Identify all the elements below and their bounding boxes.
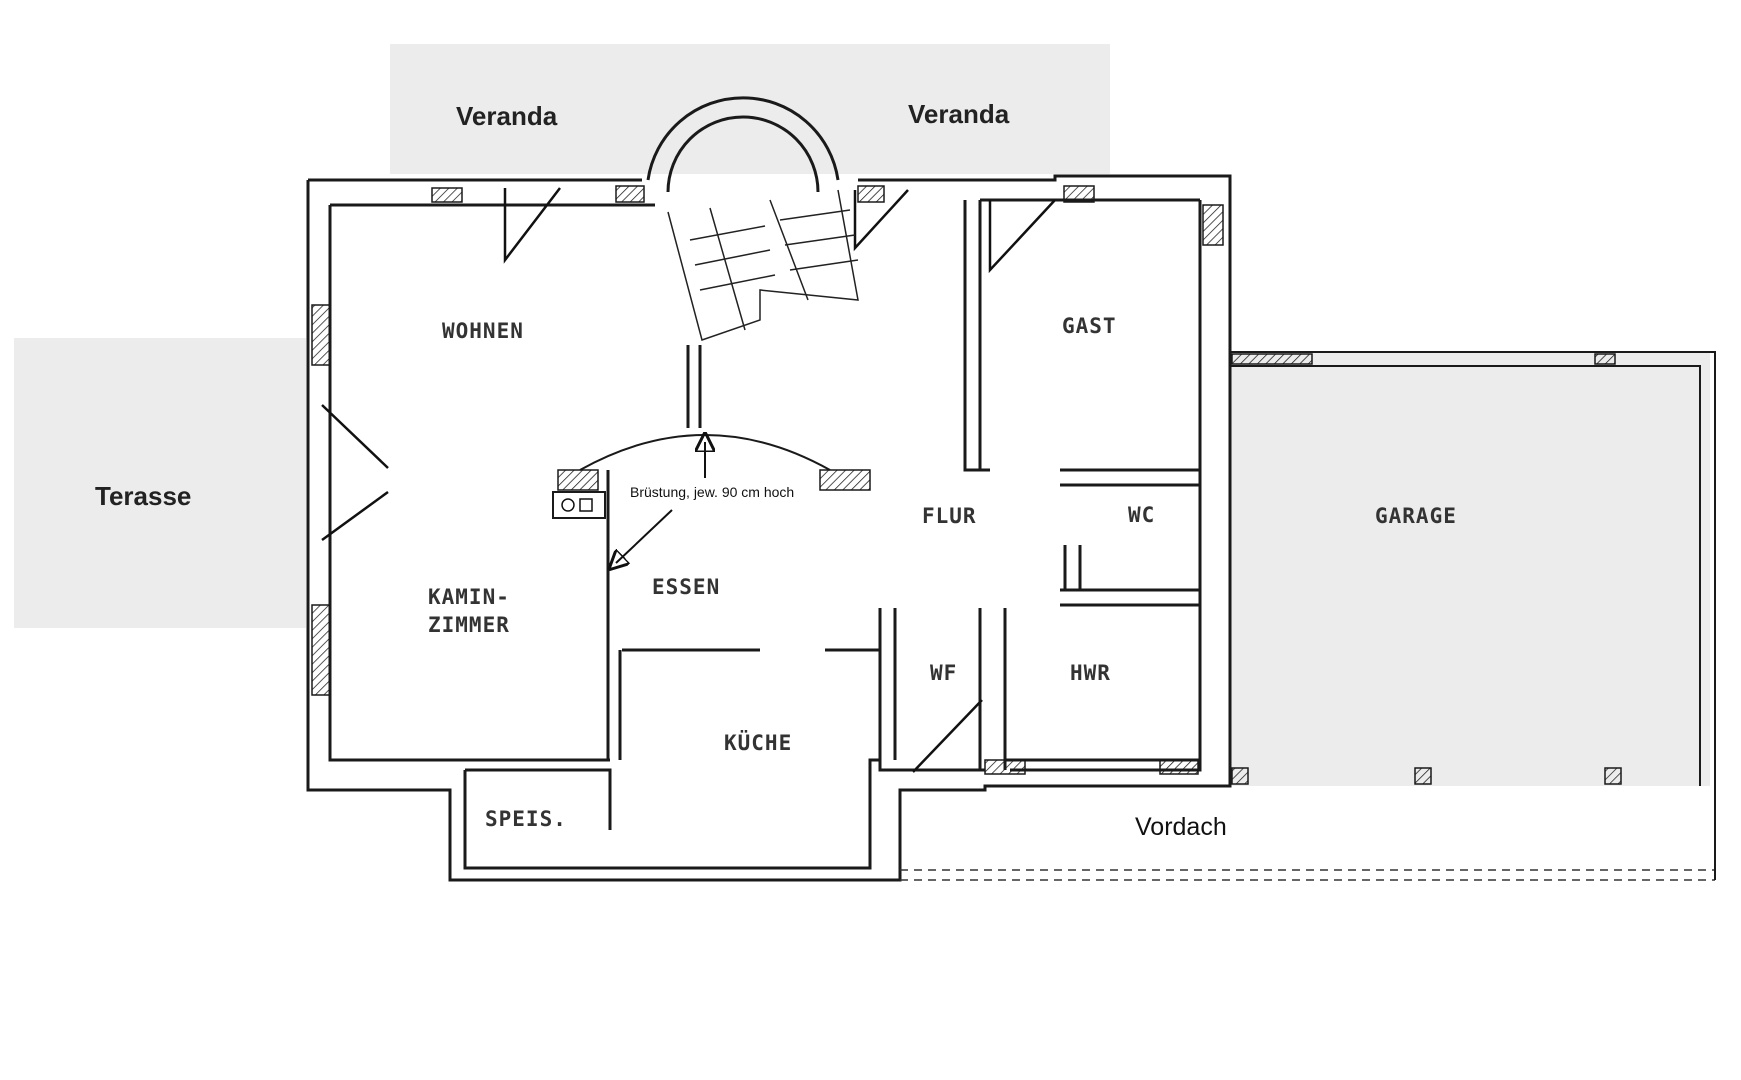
garage-zone — [1230, 352, 1710, 786]
annotation-arrows — [616, 442, 705, 563]
room-label-essen: ESSEN — [652, 575, 720, 599]
interior-walls — [465, 200, 1200, 830]
veranda-zone — [390, 44, 1110, 174]
room-label-hwr: HWR — [1070, 661, 1111, 685]
room-label-wf: WF — [930, 661, 957, 685]
fireplace — [552, 491, 606, 519]
room-label-kamin-line1: KAMIN- — [428, 585, 510, 609]
veranda-left-label: Veranda — [456, 101, 558, 131]
bruestung-note: Brüstung, jew. 90 cm hoch — [630, 484, 794, 500]
outer-walls — [306, 174, 1716, 882]
room-label-speis: SPEIS. — [485, 807, 567, 831]
staircase — [646, 96, 859, 341]
room-label-wc: WC — [1128, 503, 1155, 527]
room-label-wohnen: WOHNEN — [442, 319, 524, 343]
room-label-flur: FLUR — [922, 504, 977, 528]
room-label-kamin-line2: ZIMMER — [428, 613, 510, 637]
veranda-right-label: Veranda — [908, 99, 1010, 129]
room-label-gast: GAST — [1062, 314, 1117, 338]
hatched-walls — [311, 185, 1622, 785]
vordach-label: Vordach — [1135, 813, 1227, 841]
room-label-kueche: KÜCHE — [724, 730, 792, 755]
terasse-label: Terasse — [95, 481, 191, 511]
doors — [321, 187, 1056, 773]
terasse-zone — [14, 338, 306, 628]
room-label-garage: GARAGE — [1375, 504, 1457, 528]
